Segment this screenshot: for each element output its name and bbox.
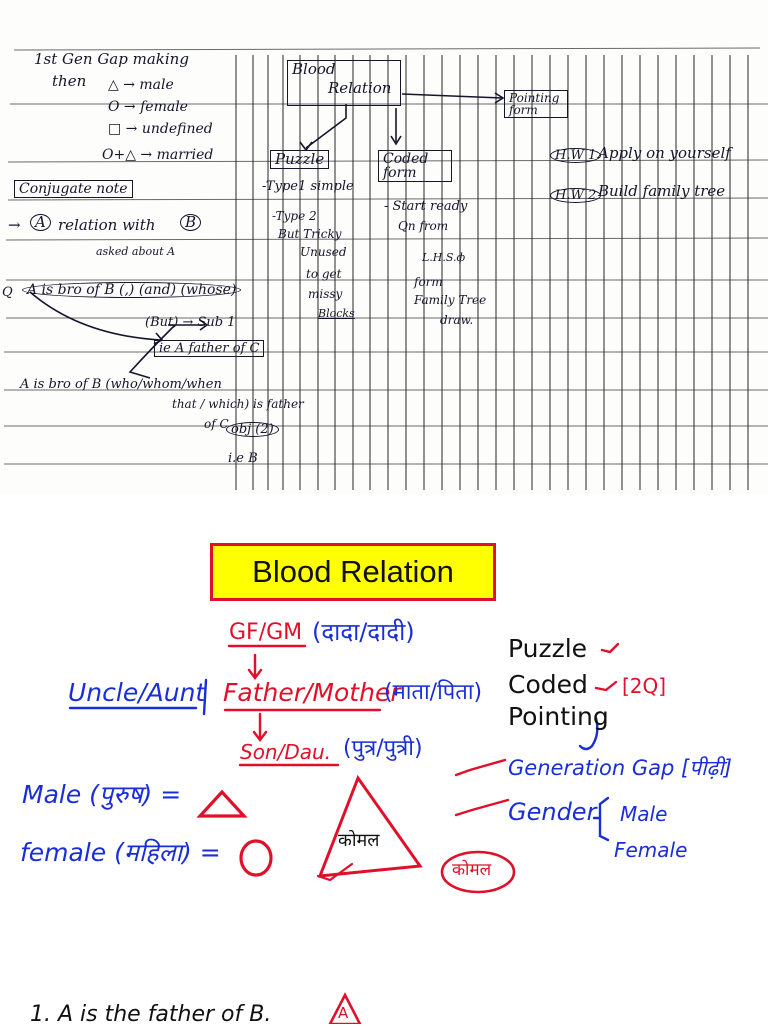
blood-relation-title2: Relation	[328, 79, 392, 97]
generation-gap-label: Generation Gap [पीढ़ी]	[508, 756, 732, 780]
q-mark: Q	[2, 285, 13, 300]
slide-title: Blood Relation	[252, 554, 454, 589]
son-dau-label: Son/Dau.	[240, 740, 332, 764]
son-dau-hindi: (पुत्र/पुत्री)	[343, 736, 423, 761]
symbol-female: O → female	[108, 99, 188, 115]
coded-line5: Family Tree	[414, 293, 487, 307]
conjugate-note-box: Conjugate note	[14, 180, 133, 198]
abro2b-line: that / which) is father	[172, 397, 304, 411]
relation-a-circle: A	[30, 214, 51, 231]
puzzle-type2-6: Blocks	[318, 307, 355, 320]
coded-line4: form	[414, 275, 443, 289]
ie-father-box: ie A father of C	[154, 340, 265, 357]
uncle-aunt-label: Uncle/Aunt	[68, 678, 206, 707]
relation-text: relation with	[58, 216, 156, 234]
puzzle-type2-2: But Tricky	[278, 227, 342, 241]
obj-circle: obj (2)	[226, 422, 279, 437]
but-sub-line: (But) → Sub 1	[145, 315, 236, 330]
puzzle-type2-3: Unused	[300, 245, 347, 259]
puzzle-box: Puzzle	[270, 150, 330, 169]
coded-label: Coded	[508, 670, 588, 699]
coded-q-count: [2Q]	[622, 674, 667, 698]
gender-label: Gender	[508, 798, 597, 826]
komal-circle-label: कोमल	[452, 860, 492, 880]
relation-b-circle: B	[180, 214, 202, 231]
hw2-badge: H.W 2	[550, 188, 602, 203]
blood-relation-title: Blood	[292, 60, 336, 78]
example-triangle-label: A	[338, 1004, 349, 1022]
pointing-form-box: Pointing form	[504, 90, 568, 118]
ieb-line: i.e B	[228, 451, 258, 466]
symbol-undefined: □ → undefined	[108, 121, 213, 137]
puzzle-type1: -Type1 simple	[262, 179, 354, 194]
abro2-line: A is bro of B (who/whom/when	[20, 377, 222, 392]
father-mother-hindi: (माता/पिता)	[384, 680, 483, 705]
coded-line6: draw.	[440, 313, 474, 327]
gf-gm-hindi: (दादा/दादी)	[312, 618, 415, 646]
notebook-photo: 1st Gen Gap making then △ → male O → fem…	[0, 0, 768, 495]
female-label: female (महिला) =	[20, 838, 221, 867]
puzzle-type2-5: missy	[308, 287, 343, 301]
coded-line1: - Start ready	[384, 199, 468, 214]
blood-relation-box: Blood Relation	[287, 60, 401, 106]
star-note-line2: then	[52, 72, 87, 90]
coded-line3: L.H.S.ф	[422, 251, 466, 264]
coded-line2: Qn from	[398, 219, 449, 233]
star-note-line1: 1st Gen Gap making	[34, 50, 189, 68]
hw1-text: Apply on yourself	[598, 144, 731, 162]
ofc-line: of C	[204, 417, 229, 431]
slide-title-box: Blood Relation	[210, 543, 496, 601]
male-label: Male (पुरुष) =	[22, 780, 182, 809]
symbol-male: △ → male	[108, 77, 174, 93]
pointing-label: Pointing	[508, 702, 609, 731]
coded-form-box: Coded form	[378, 150, 452, 182]
puzzle-label: Puzzle	[508, 634, 588, 663]
puzzle-type2-4: to get	[306, 267, 342, 281]
abro-line: A is bro of B (,) (and) (whose)	[22, 282, 242, 298]
notebook-lines	[4, 47, 768, 490]
asked-about-a: asked about A	[96, 245, 176, 258]
komal-triangle-label: कोमल	[338, 830, 380, 851]
hw2-text: Build family tree	[598, 182, 726, 200]
puzzle-type2-1: -Type 2	[272, 209, 317, 223]
gf-gm-label: GF/GM	[229, 620, 303, 645]
gender-female: Female	[614, 838, 688, 862]
relation-arrow: →	[8, 216, 21, 234]
gender-male: Male	[620, 802, 668, 826]
hw1-badge: H.W 1	[550, 148, 602, 163]
example-line: 1. A is the father of B.	[30, 1002, 272, 1027]
symbol-married: O+△ → married	[102, 147, 214, 163]
father-mother-label: Father/Mother	[223, 678, 401, 707]
